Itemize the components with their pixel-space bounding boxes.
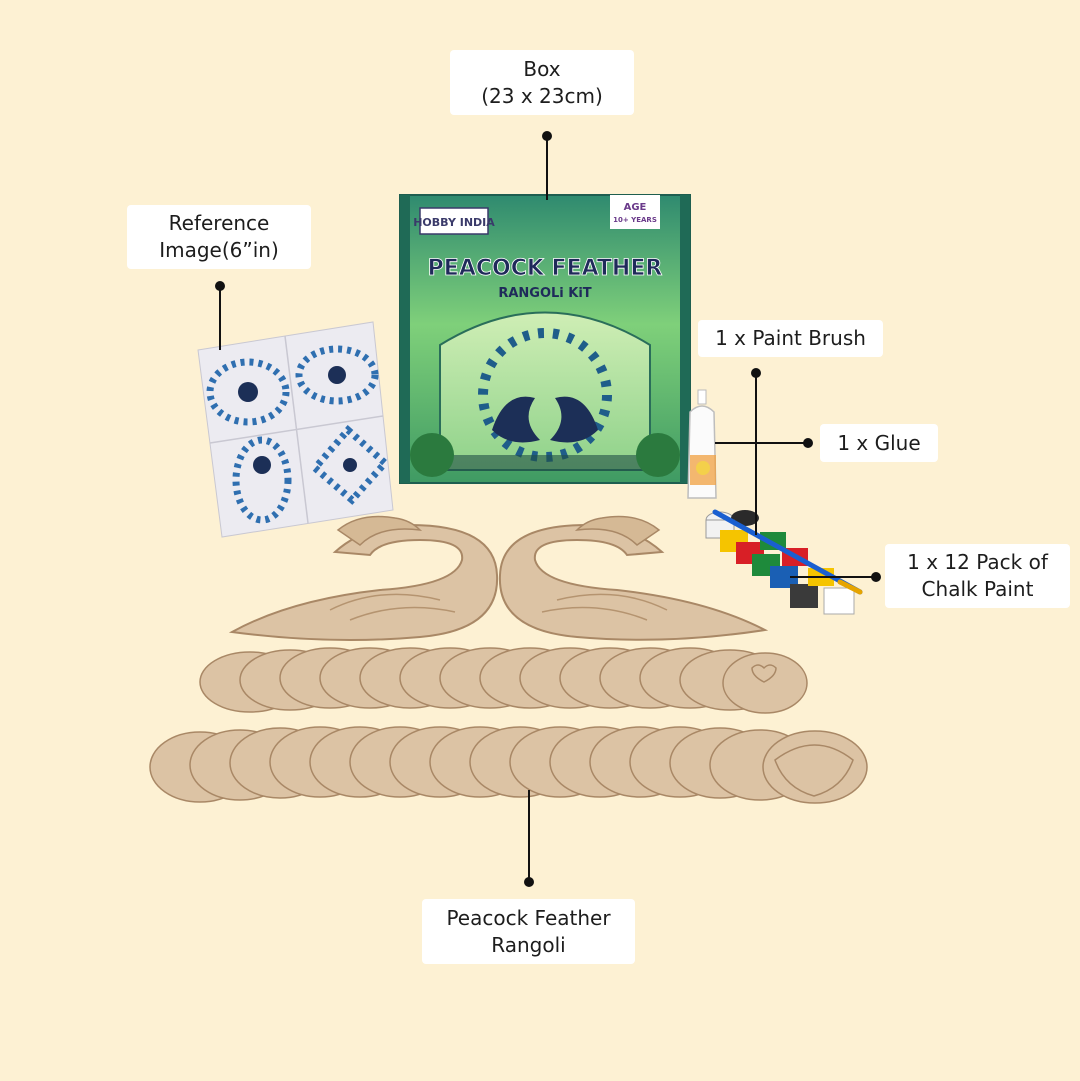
- box-title-text: PEACOCK FEATHER: [428, 256, 663, 281]
- kit-box: HOBBY INDIA AGE 10+ YEARS PEACOCK FEATHE…: [399, 194, 691, 484]
- reference-card: [197, 321, 394, 538]
- label-chalk-line1: 1 x 12 Pack of: [907, 550, 1048, 574]
- label-box-line1: Box: [523, 56, 561, 81]
- feather-row-top: [199, 647, 808, 714]
- box-age-value: 10+ YEARS: [613, 216, 657, 224]
- label-rangoli-line1: Peacock Feather: [446, 905, 611, 930]
- label-paint-brush: 1 x Paint Brush: [698, 320, 883, 357]
- pointer-lines: [215, 131, 881, 887]
- label-rangoli-line2: Rangoli: [491, 932, 566, 957]
- label-chalk-paint: 1 x 12 Pack of Chalk Paint: [885, 544, 1070, 608]
- box-age-title: AGE: [624, 202, 647, 213]
- chalk-paint-pots: [705, 509, 863, 615]
- label-paint-brush-text: 1 x Paint Brush: [715, 326, 866, 350]
- label-peacock-rangoli: Peacock Feather Rangoli: [422, 899, 635, 964]
- label-glue: 1 x Glue: [820, 424, 938, 462]
- box-subtitle-text: RANGOLi KiT: [498, 286, 591, 301]
- mdf-peacock-right: [498, 515, 769, 641]
- box-brand-text: HOBBY INDIA: [413, 216, 495, 229]
- label-reference-line1: Reference: [168, 211, 270, 235]
- glue-bottle: [687, 389, 717, 499]
- label-reference-image: Reference Image(6”in): [127, 205, 311, 269]
- peacock-eye-ring: [478, 328, 612, 462]
- label-box-size: Box (23 x 23cm): [450, 50, 634, 115]
- mdf-peacock-left: [228, 515, 499, 642]
- label-chalk-line2: Chalk Paint: [921, 577, 1034, 601]
- label-box-line2: (23 x 23cm): [481, 83, 603, 108]
- feather-row-bottom: [149, 726, 868, 804]
- label-reference-line2: Image(6”in): [159, 238, 279, 262]
- label-glue-text: 1 x Glue: [837, 430, 921, 455]
